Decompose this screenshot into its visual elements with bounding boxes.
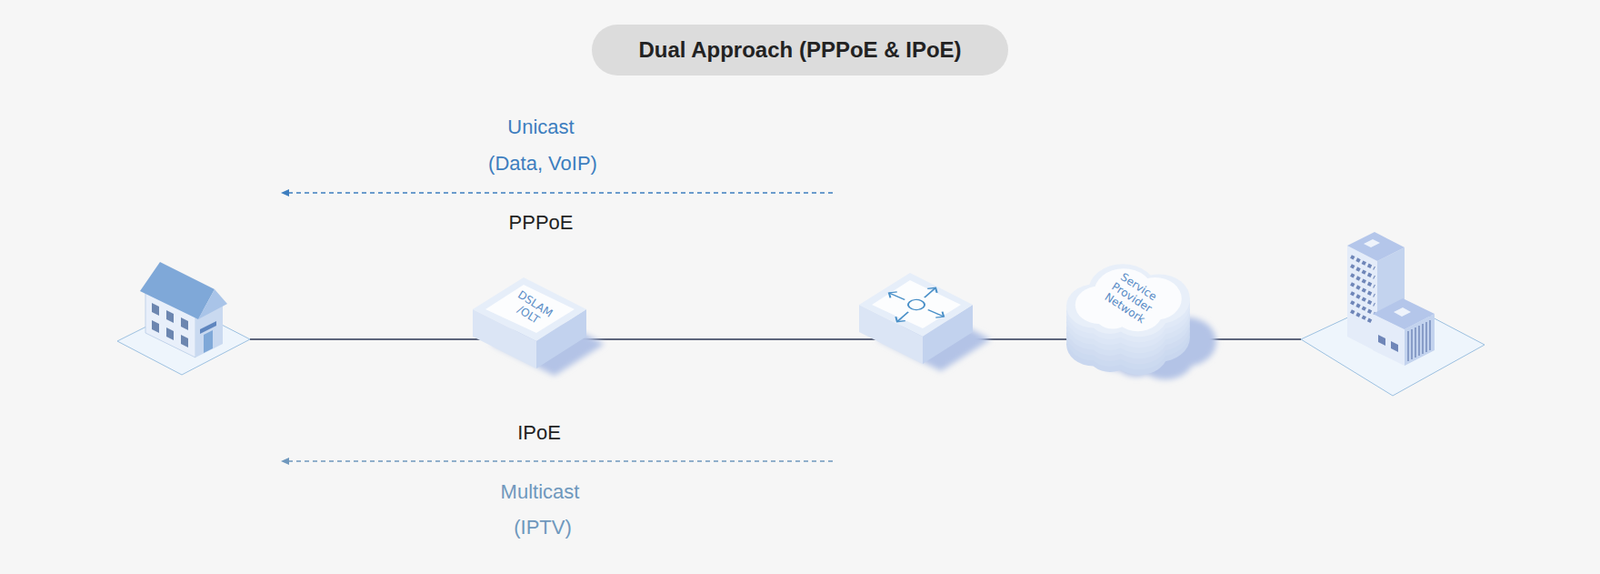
traffic-services: (IPTV) bbox=[513, 515, 572, 540]
router-arrow bbox=[895, 315, 905, 321]
router-arrow bbox=[921, 287, 938, 298]
window-mullion bbox=[1429, 320, 1430, 350]
window-mullion bbox=[1410, 329, 1412, 360]
window-mullion bbox=[1421, 323, 1423, 354]
window bbox=[166, 327, 174, 340]
device-label-box: DSLAM /OLT bbox=[491, 277, 572, 341]
house-icon bbox=[117, 261, 250, 375]
multicast-arrow bbox=[287, 460, 833, 462]
window bbox=[151, 320, 160, 333]
title-pill bbox=[591, 24, 1009, 76]
tower-windows bbox=[1350, 256, 1375, 323]
arrow-head bbox=[280, 189, 290, 197]
cloud-label-box: Service Provider Network bbox=[1084, 260, 1180, 335]
cloud-shape bbox=[1066, 263, 1217, 380]
window-row bbox=[1350, 310, 1375, 323]
router-arrow bbox=[889, 290, 905, 301]
window-mullion bbox=[1414, 327, 1416, 358]
roof-detail bbox=[1363, 239, 1380, 248]
annex-roof bbox=[1372, 298, 1435, 330]
window bbox=[1378, 334, 1386, 346]
arrow-head bbox=[280, 457, 290, 465]
router-arrow bbox=[934, 311, 944, 318]
dslam-box bbox=[472, 277, 605, 376]
router-symbol bbox=[889, 287, 944, 321]
window bbox=[166, 310, 174, 323]
door bbox=[203, 330, 213, 353]
node-label: DSLAM /OLT bbox=[505, 285, 560, 333]
window-mullion bbox=[1425, 321, 1427, 352]
protocol-name: IPoE bbox=[517, 420, 561, 445]
router-ring bbox=[907, 299, 927, 311]
traffic-type: Unicast bbox=[507, 115, 574, 140]
traffic-services: (Data, VoIP) bbox=[488, 151, 598, 176]
router-arrow bbox=[889, 291, 899, 298]
annex-windows bbox=[1408, 320, 1430, 361]
traffic-type: Multicast bbox=[500, 480, 580, 504]
window bbox=[151, 302, 160, 316]
window bbox=[180, 317, 189, 330]
window-mullion bbox=[1407, 330, 1409, 361]
window bbox=[1390, 340, 1399, 352]
office-building bbox=[1300, 231, 1485, 396]
window bbox=[180, 334, 189, 348]
router-box bbox=[859, 272, 991, 371]
door-canopy bbox=[200, 320, 217, 334]
router-arrow bbox=[927, 287, 937, 293]
protocol-name: PPPoE bbox=[509, 210, 574, 235]
base-plate bbox=[1300, 296, 1485, 396]
router-arrow bbox=[894, 311, 910, 322]
router-arrow bbox=[928, 308, 944, 319]
house-gable bbox=[198, 289, 228, 320]
node-label: Service Provider Network bbox=[1097, 265, 1168, 330]
tower-roof bbox=[1347, 231, 1405, 261]
diagram-title: Dual Approach (PPPoE & IPoE) bbox=[638, 37, 961, 63]
cloud-top bbox=[1066, 263, 1190, 337]
window-mullion bbox=[1418, 325, 1420, 356]
unicast-arrow bbox=[287, 191, 833, 194]
roof-detail bbox=[1393, 307, 1411, 317]
